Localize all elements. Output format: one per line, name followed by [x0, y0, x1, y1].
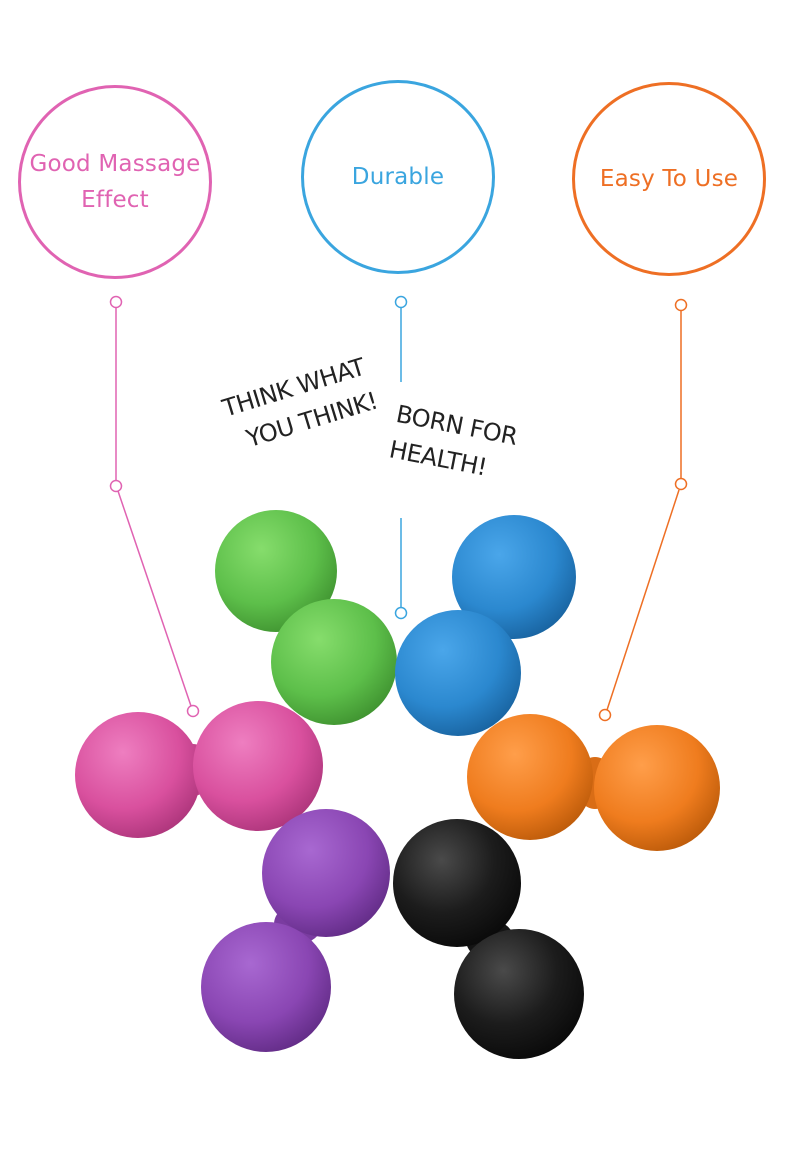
feature-label-line1: Good Massage [29, 151, 201, 177]
orange-massage-ball [467, 714, 720, 851]
feature-label-easy-to-use: Easy To Use [599, 166, 739, 192]
green-massage-ball [215, 510, 397, 725]
feature-circle-good-massage: Good Massage Effect [18, 85, 212, 279]
feature-circle-easy-to-use: Easy To Use [572, 82, 766, 276]
black-massage-ball [393, 819, 584, 1059]
connector-easy-to-use [598, 298, 688, 722]
blue-massage-ball [395, 515, 576, 736]
feature-label-good-massage: Good Massage Effect [25, 146, 205, 218]
feature-label-line2: Effect [81, 187, 149, 213]
purple-massage-ball [201, 809, 390, 1052]
feature-label-durable: Durable [351, 164, 445, 190]
connector-durable [394, 295, 408, 620]
feature-circle-durable: Durable [301, 80, 495, 274]
pink-massage-ball [75, 701, 323, 838]
connector-good-massage [109, 295, 200, 718]
